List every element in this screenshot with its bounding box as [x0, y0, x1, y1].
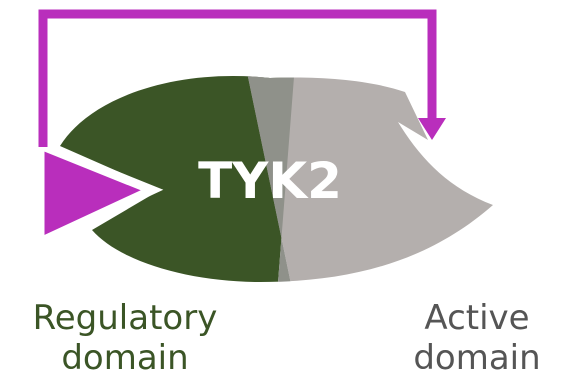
regulatory-label-line2: domain — [61, 338, 189, 378]
regulatory-label-line1: Regulatory — [32, 298, 218, 338]
feedback-arrow-line — [38, 9, 437, 147]
active-label-line2: domain — [413, 338, 541, 378]
active-label-line1: Active — [424, 298, 530, 338]
active-domain-label: Active domain — [385, 298, 569, 378]
regulatory-wedge — [35, 138, 164, 250]
regulatory-domain-label: Regulatory domain — [0, 298, 250, 378]
protein-label: TYK2 — [198, 152, 342, 210]
feedback-arrow-head — [418, 118, 446, 140]
